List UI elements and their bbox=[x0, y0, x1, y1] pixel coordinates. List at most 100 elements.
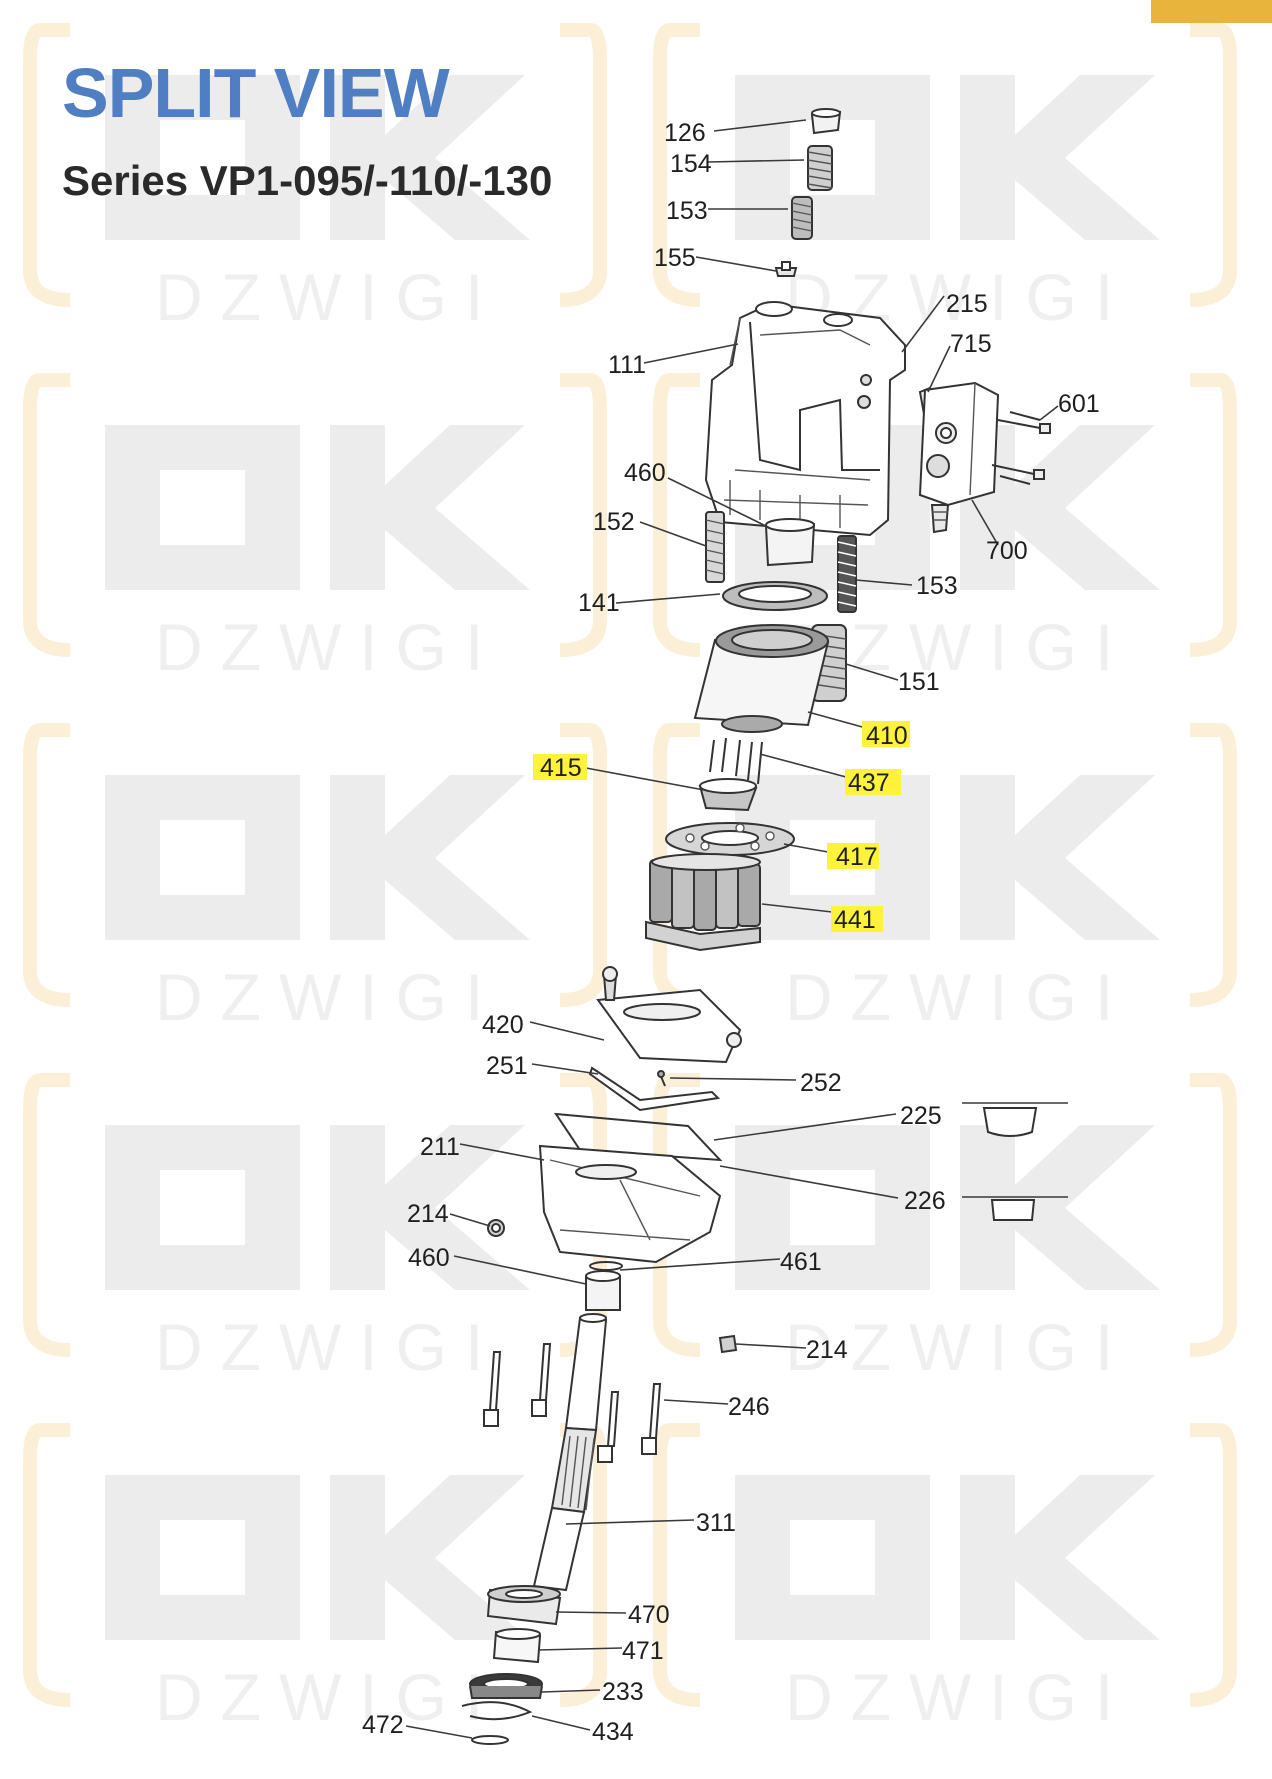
svg-text:111: 111 bbox=[608, 351, 646, 379]
svg-text:DZWIGI: DZWIGI bbox=[785, 1660, 1131, 1734]
callout-214-left: 214 bbox=[407, 1200, 449, 1228]
callout-111: 111 bbox=[608, 351, 646, 379]
callout-225: 225 bbox=[900, 1102, 942, 1130]
watermark-tile: DZWIGI bbox=[23, 1423, 607, 1734]
svg-text:225: 225 bbox=[900, 1102, 942, 1130]
svg-text:434: 434 bbox=[592, 1718, 634, 1746]
svg-text:126: 126 bbox=[664, 119, 706, 147]
page-subtitle: Series VP1-095/-110/-130 bbox=[62, 157, 553, 204]
svg-text:155: 155 bbox=[654, 244, 696, 272]
svg-text:251: 251 bbox=[486, 1052, 528, 1080]
callout-410: 410 bbox=[862, 721, 910, 750]
page-title: SPLIT VIEW bbox=[62, 54, 450, 132]
svg-text:460: 460 bbox=[408, 1244, 450, 1272]
callout-211: 211 bbox=[420, 1133, 460, 1161]
svg-text:415: 415 bbox=[540, 754, 582, 782]
part-251-252 bbox=[588, 1066, 721, 1112]
part-470-bearing bbox=[486, 1585, 562, 1626]
part-211-housing bbox=[538, 1144, 722, 1264]
svg-text:441: 441 bbox=[834, 906, 876, 934]
detail-226 bbox=[962, 1196, 1068, 1221]
watermark-tile: DZWIGI bbox=[653, 1073, 1237, 1384]
callout-601: 601 bbox=[1058, 390, 1100, 418]
part-246-bolts bbox=[483, 1343, 662, 1463]
part-601-screws bbox=[991, 411, 1051, 485]
callout-417: 417 bbox=[827, 843, 879, 871]
callout-152: 152 bbox=[593, 508, 635, 536]
callout-233: 233 bbox=[602, 1678, 644, 1706]
part-434-snap-ring bbox=[461, 1701, 533, 1721]
callout-226: 226 bbox=[904, 1187, 946, 1215]
svg-text:211: 211 bbox=[420, 1133, 460, 1161]
callout-252: 252 bbox=[800, 1069, 842, 1097]
watermark-tile: DZWIGI bbox=[23, 23, 607, 334]
svg-text:246: 246 bbox=[728, 1393, 770, 1421]
callout-155: 155 bbox=[654, 244, 696, 272]
callout-700: 700 bbox=[986, 537, 1028, 565]
part-311-shaft bbox=[532, 1313, 608, 1592]
svg-text:700: 700 bbox=[986, 537, 1028, 565]
svg-text:472: 472 bbox=[362, 1711, 404, 1739]
part-415-ball-guide bbox=[698, 778, 758, 812]
part-141-valve-plate bbox=[722, 581, 828, 611]
callout-126: 126 bbox=[664, 119, 706, 147]
part-153-sleeve bbox=[791, 196, 813, 240]
svg-text:215: 215 bbox=[946, 290, 988, 318]
part-460-bushing-top bbox=[764, 518, 816, 567]
highlight-441 bbox=[831, 906, 883, 932]
callout-154: 154 bbox=[670, 150, 712, 178]
part-154-spring bbox=[807, 145, 833, 191]
svg-text:151: 151 bbox=[898, 668, 940, 696]
svg-text:460: 460 bbox=[624, 459, 666, 487]
part-700-valve bbox=[918, 381, 1000, 534]
svg-text:DZWIGI: DZWIGI bbox=[155, 960, 501, 1034]
svg-text:DZWIGI: DZWIGI bbox=[155, 610, 501, 684]
svg-text:417: 417 bbox=[836, 843, 878, 871]
callout-141: 141 bbox=[578, 589, 620, 617]
svg-text:DZWIGI: DZWIGI bbox=[155, 1660, 501, 1734]
svg-text:DZWIGI: DZWIGI bbox=[155, 260, 501, 334]
svg-text:461: 461 bbox=[780, 1248, 822, 1276]
svg-text:471: 471 bbox=[622, 1637, 664, 1665]
part-410-cylinder-block bbox=[693, 624, 830, 733]
callout-460-top: 460 bbox=[624, 459, 666, 487]
highlight-437 bbox=[845, 769, 901, 795]
svg-text:252: 252 bbox=[800, 1069, 842, 1097]
part-420-swashplate bbox=[596, 966, 742, 1064]
part-233-seal bbox=[469, 1673, 543, 1699]
part-225-gasket bbox=[554, 1112, 723, 1162]
part-441-pistons bbox=[645, 853, 761, 952]
part-472-ring bbox=[471, 1735, 509, 1745]
svg-text:141: 141 bbox=[578, 589, 620, 617]
svg-text:214: 214 bbox=[806, 1336, 848, 1364]
part-460-bushing-bottom bbox=[585, 1270, 621, 1311]
callout-461: 461 bbox=[780, 1248, 822, 1276]
watermark-tile: DZWIGI bbox=[23, 373, 607, 684]
part-471-spacer bbox=[492, 1628, 542, 1664]
svg-text:DZWIGI: DZWIGI bbox=[785, 1310, 1131, 1384]
callout-215: 215 bbox=[946, 290, 988, 318]
part-111-housing bbox=[704, 301, 906, 537]
callout-437: 437 bbox=[845, 769, 901, 797]
highlight-410 bbox=[862, 721, 910, 747]
part-417-retainer-plate bbox=[665, 822, 795, 856]
watermark-tile: DZWIGI bbox=[653, 1423, 1237, 1734]
part-214-plug-left bbox=[487, 1219, 505, 1237]
svg-text:601: 601 bbox=[1058, 390, 1100, 418]
svg-text:311: 311 bbox=[696, 1509, 736, 1537]
svg-text:153: 153 bbox=[666, 197, 708, 225]
svg-text:715: 715 bbox=[950, 330, 992, 358]
highlight-417 bbox=[827, 843, 879, 869]
callout-251: 251 bbox=[486, 1052, 528, 1080]
callout-434: 434 bbox=[592, 1718, 634, 1746]
svg-text:410: 410 bbox=[866, 722, 908, 750]
svg-text:214: 214 bbox=[407, 1200, 449, 1228]
part-153-spring bbox=[837, 535, 857, 613]
svg-text:420: 420 bbox=[482, 1011, 524, 1039]
svg-text:226: 226 bbox=[904, 1187, 946, 1215]
callout-246: 246 bbox=[728, 1393, 770, 1421]
leader-lines bbox=[405, 119, 1059, 1739]
parts bbox=[461, 108, 1068, 1745]
